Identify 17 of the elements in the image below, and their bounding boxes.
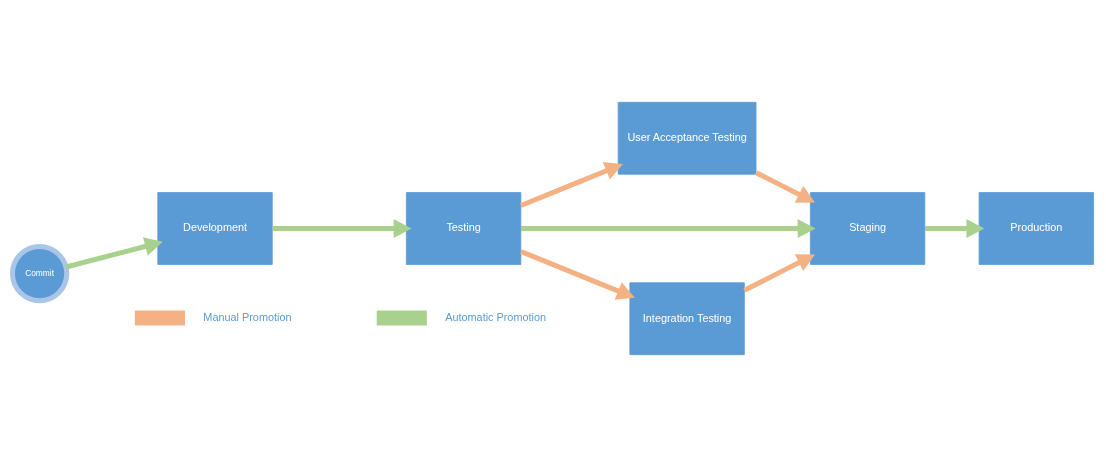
node-box: Staging: [809, 191, 926, 265]
arrow: [754, 169, 815, 203]
node-box: Testing: [405, 191, 522, 265]
arrow: [520, 161, 623, 208]
arrow: [743, 253, 815, 292]
node-box: User Acceptance Testing: [617, 101, 757, 175]
arrow: [272, 218, 412, 238]
arrow: [521, 218, 816, 238]
arrow: [924, 218, 985, 238]
node-box: Production: [978, 191, 1094, 265]
legend-label: Manual Promotion: [203, 310, 292, 323]
node-box: Development: [157, 191, 273, 265]
arrow: [520, 248, 635, 300]
node-box: Integration Testing: [629, 281, 745, 355]
legend-label: Automatic Promotion: [445, 310, 547, 323]
arrow: [65, 236, 163, 269]
node-circle: Commit: [9, 243, 70, 303]
